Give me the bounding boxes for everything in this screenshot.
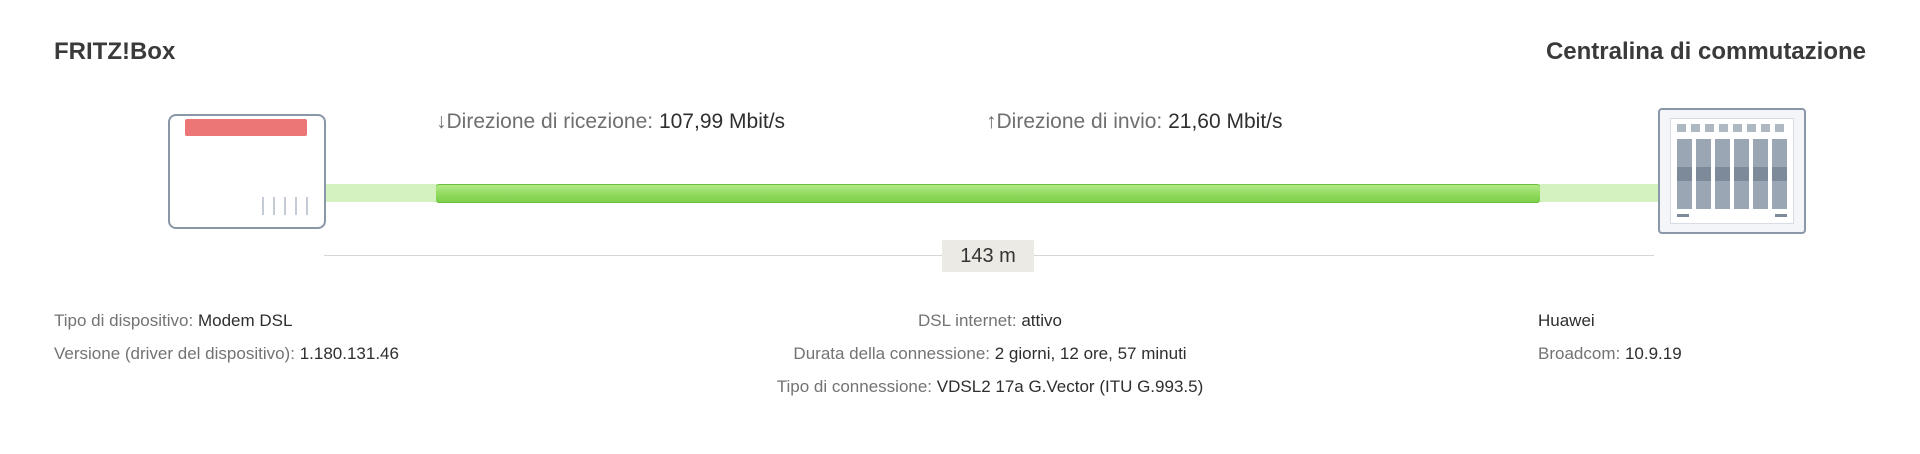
- dsl-line-active: [436, 184, 1540, 203]
- vendor-row: Huawei: [1538, 304, 1682, 337]
- fritzbox-title: FRITZ!Box: [54, 38, 176, 65]
- modem-icon: [168, 114, 326, 229]
- device-type-row: Tipo di dispositivo: Modem DSL: [54, 304, 399, 337]
- chipset-row: Broadcom: 10.9.19: [1538, 337, 1682, 370]
- arrow-up-icon: ↑: [986, 110, 997, 133]
- vendor-value: Huawei: [1538, 311, 1595, 330]
- device-type-label: Tipo di dispositivo:: [54, 311, 194, 330]
- exchange-title: Centralina di commutazione: [1545, 38, 1866, 65]
- connection-duration-row: Durata della connessione: 2 giorni, 12 o…: [700, 337, 1280, 370]
- downstream-label: Direzione di ricezione:: [446, 110, 654, 133]
- driver-version-value: 1.180.131.46: [299, 344, 399, 363]
- distance-label: 143 m: [942, 240, 1034, 272]
- driver-version-row: Versione (driver del dispositivo): 1.180…: [54, 337, 399, 370]
- modem-led: [185, 119, 307, 136]
- device-type-value: Modem DSL: [197, 311, 293, 330]
- upstream-label: Direzione di invio:: [996, 110, 1163, 133]
- connection-duration-label: Durata della connessione:: [793, 344, 990, 363]
- modem-vents: [262, 197, 308, 215]
- connection-duration-value: 2 giorni, 12 ore, 57 minuti: [994, 344, 1187, 363]
- connection-type-label: Tipo di connessione:: [776, 377, 933, 396]
- connection-type-value: VDSL2 17a G.Vector (ITU G.993.5): [936, 377, 1204, 396]
- modem-info: Tipo di dispositivo: Modem DSL Versione …: [54, 304, 399, 370]
- chipset-value: 10.9.19: [1624, 344, 1682, 363]
- dsl-status-value: attivo: [1021, 311, 1062, 330]
- arrow-down-icon: ↓: [436, 110, 447, 133]
- driver-version-label: Versione (driver del dispositivo):: [54, 344, 295, 363]
- connection-type-row: Tipo di connessione: VDSL2 17a G.Vector …: [700, 370, 1280, 403]
- exchange-info: Huawei Broadcom: 10.9.19: [1538, 304, 1682, 370]
- dsl-status-label: DSL internet:: [918, 311, 1017, 330]
- connection-info: DSL internet: attivo Durata della connes…: [700, 304, 1280, 403]
- downstream-value: 107,99 Mbit/s: [658, 110, 786, 133]
- dsl-status-row: DSL internet: attivo: [700, 304, 1280, 337]
- upstream-value: 21,60 Mbit/s: [1168, 110, 1283, 133]
- exchange-cabinet-icon: [1658, 108, 1806, 234]
- downstream-rate: ↓Direzione di ricezione: 107,99 Mbit/s: [436, 110, 785, 134]
- chipset-label: Broadcom:: [1538, 344, 1621, 363]
- upstream-rate: ↑Direzione di invio: 21,60 Mbit/s: [986, 110, 1283, 134]
